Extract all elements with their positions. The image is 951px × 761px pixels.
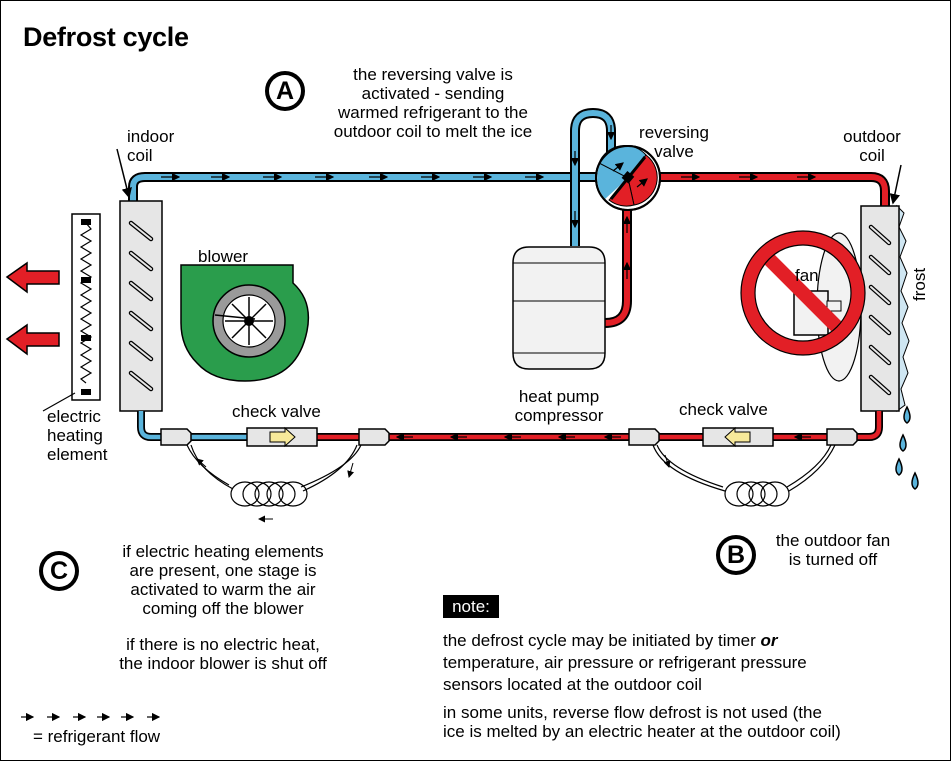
fan-label: fan <box>795 266 819 285</box>
check-valve-left-label: check valve <box>232 402 321 421</box>
check-valve-right <box>702 426 774 448</box>
water-drops <box>895 405 919 490</box>
note-badge: note: <box>443 595 499 618</box>
note-text-secondary: in some units, reverse flow defrost is n… <box>443 703 841 741</box>
callout-a-marker: A <box>265 71 305 111</box>
electric-heating-element <box>42 213 101 412</box>
indoor-coil <box>116 148 163 412</box>
check-valve-right-label: check valve <box>679 400 768 419</box>
right-capillary-coil <box>652 444 836 507</box>
top-refrigerant-line <box>128 172 890 206</box>
suction-loop <box>570 107 616 246</box>
electric-heating-element-label: electric heating element <box>47 407 108 464</box>
blower <box>180 264 310 382</box>
outdoor-fan <box>740 230 866 382</box>
check-valve-left <box>246 426 318 448</box>
legend-text: = refrigerant flow <box>33 727 161 746</box>
heat-pump-compressor <box>512 246 606 370</box>
metering-fittings <box>160 428 858 446</box>
discharge-line <box>604 201 632 328</box>
page-title: Defrost cycle <box>23 22 189 52</box>
callout-c-marker: C <box>39 551 79 591</box>
legend-symbols: → → → → → → <box>21 703 95 722</box>
note-text: the defrost cycle may be initiated by ti… <box>443 631 807 694</box>
blower-label: blower <box>198 247 249 266</box>
reversing-valve <box>595 145 661 211</box>
warm-air-arrows <box>5 261 60 356</box>
left-capillary-coil <box>186 444 362 523</box>
callout-c-extra-text: if there is no electric heat,the indoor … <box>119 635 327 673</box>
frost-label: frost <box>910 267 929 301</box>
callout-b-marker: B <box>716 535 756 575</box>
